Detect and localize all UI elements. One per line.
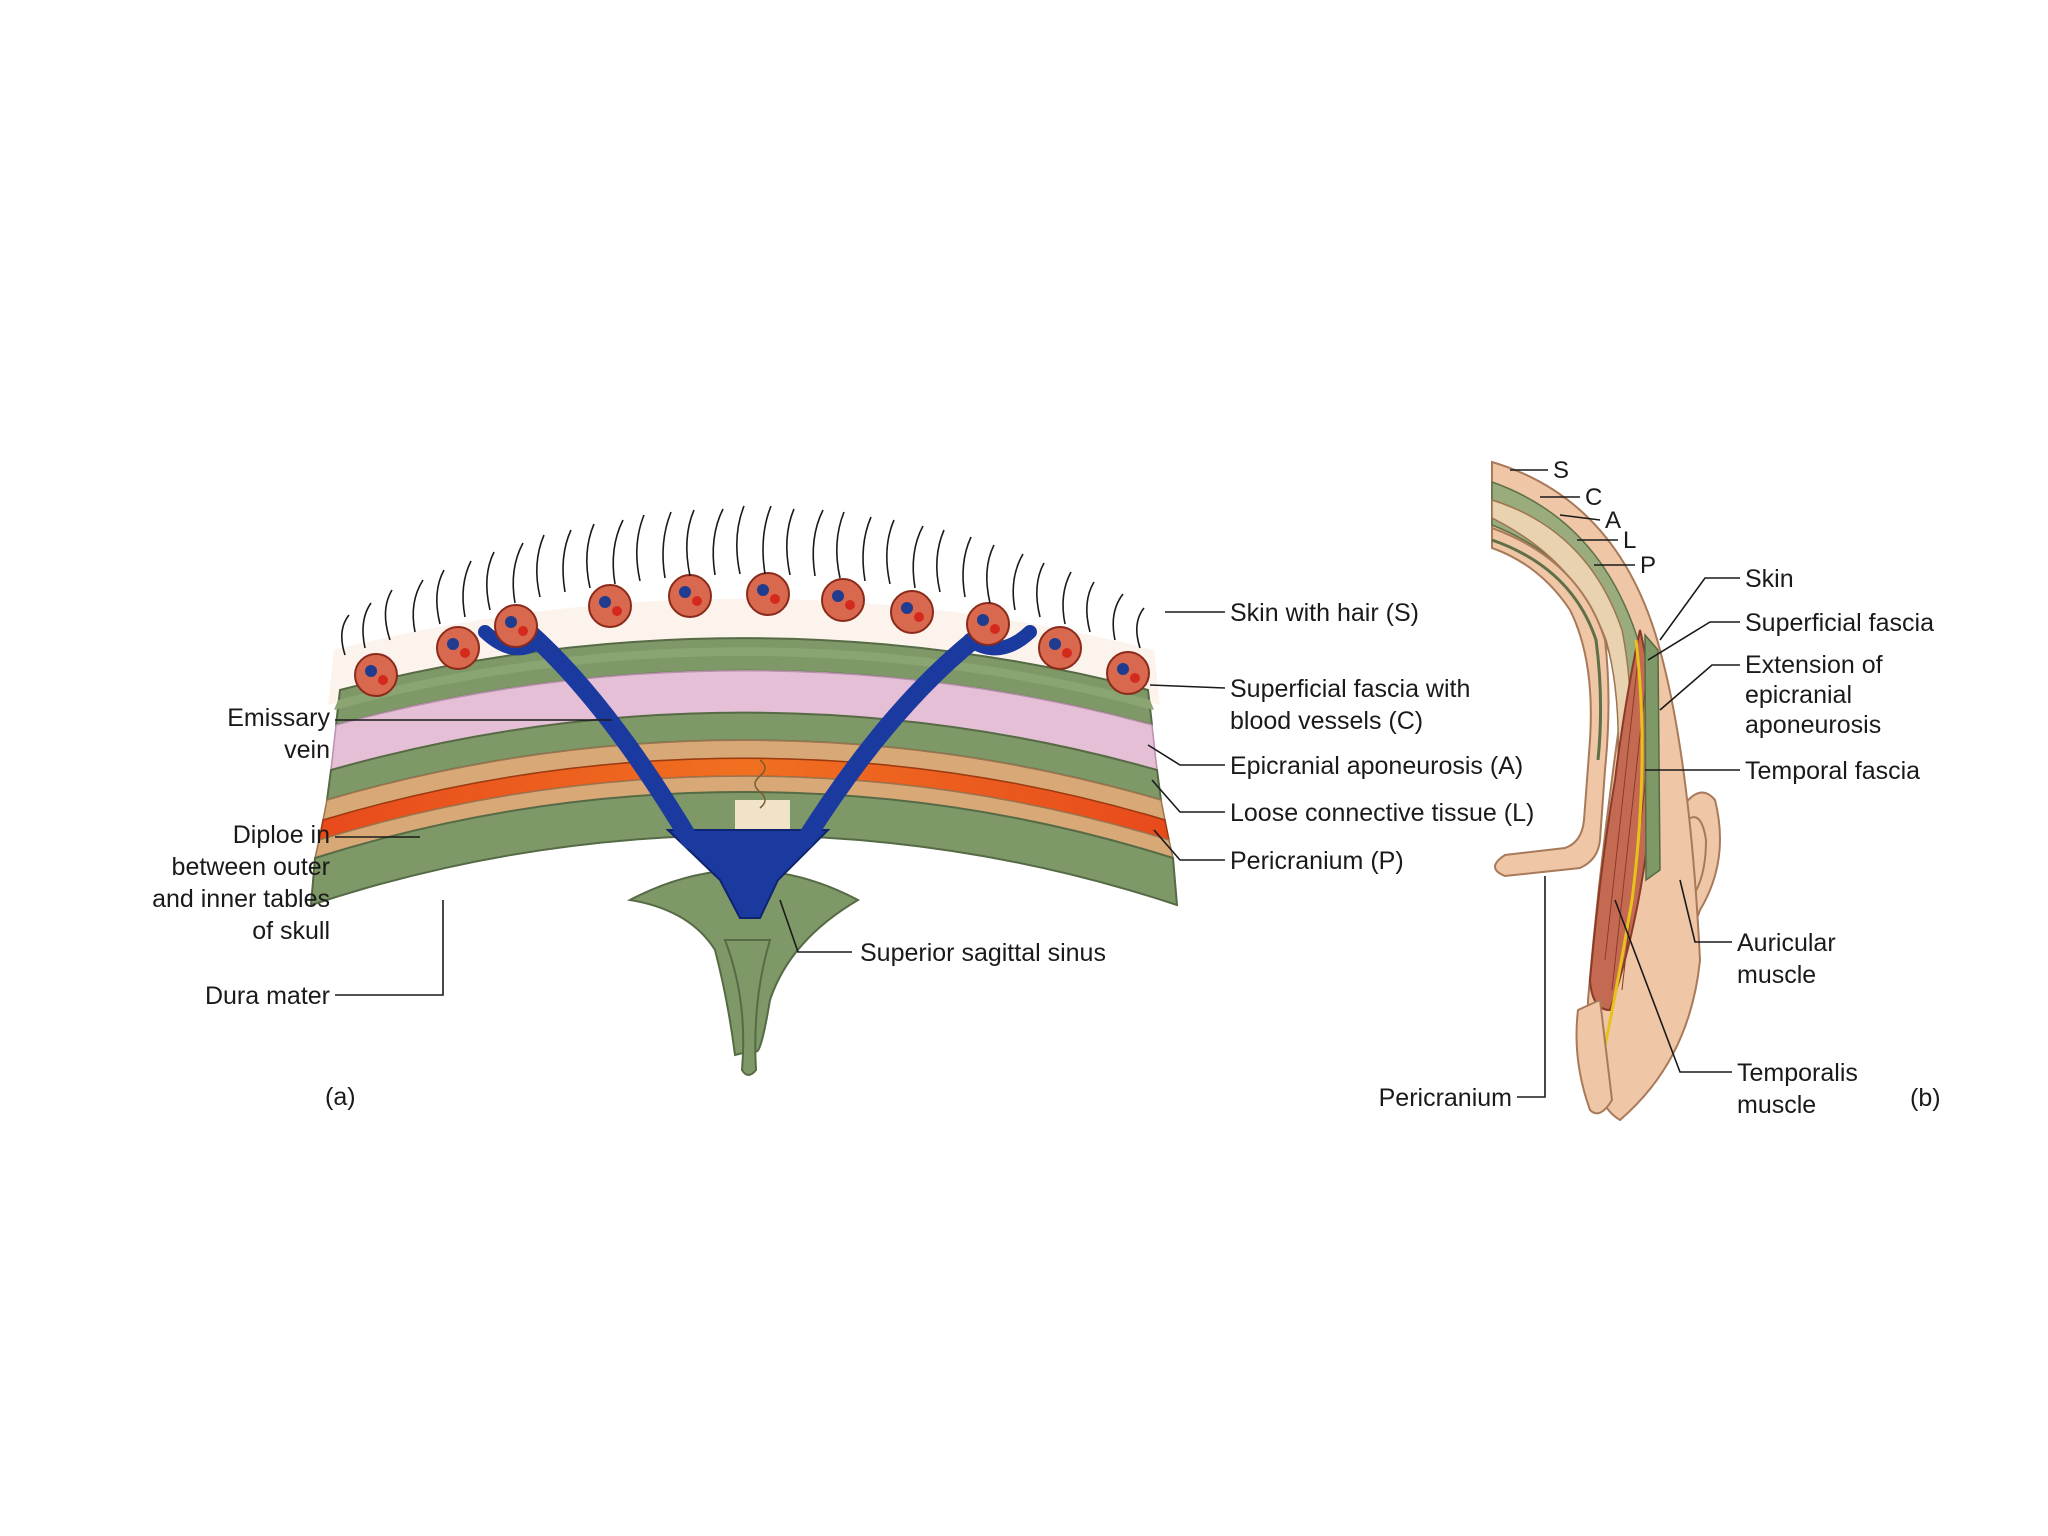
panel-a-diagram: Skin with hair (S) Superficial fascia wi… bbox=[152, 505, 1534, 1111]
vessel-node bbox=[821, 578, 865, 622]
leader-fascia bbox=[1149, 684, 1226, 689]
label-extension-1: Extension of bbox=[1745, 651, 1883, 679]
fascia-blood-vessels bbox=[354, 572, 1150, 697]
pericranium-line-b bbox=[1491, 538, 1603, 761]
vessel-node bbox=[966, 602, 1010, 646]
label-skin-b: Skin bbox=[1745, 565, 1794, 593]
leader-a bbox=[1559, 514, 1601, 521]
label-auricular-2: muscle bbox=[1737, 961, 1816, 989]
label-auricular-1: Auricular bbox=[1737, 929, 1836, 957]
leader-auricular-b bbox=[1679, 879, 1732, 943]
leader-aponeurosis bbox=[1147, 744, 1225, 766]
label-extension-2: epicranial bbox=[1745, 681, 1852, 709]
label-emissary-2: vein bbox=[284, 736, 330, 764]
label-superficial-fascia-2: blood vessels (C) bbox=[1230, 707, 1423, 735]
panel-a-leaders bbox=[335, 611, 1226, 996]
label-temporal-fascia: Temporal fascia bbox=[1745, 757, 1920, 785]
vessel-node bbox=[354, 653, 398, 697]
panel-b-letter-leaders bbox=[1510, 469, 1635, 566]
label-temporalis-1: Temporalis bbox=[1737, 1059, 1858, 1087]
letter-c: C bbox=[1585, 484, 1602, 511]
label-skin-hair: Skin with hair (S) bbox=[1230, 599, 1419, 627]
superior-sagittal-sinus bbox=[665, 829, 831, 919]
falx-cerebri-tip bbox=[723, 939, 772, 1076]
leader-extension-b bbox=[1659, 664, 1740, 711]
label-extension-3: aponeurosis bbox=[1745, 711, 1881, 739]
label-loose-connective-tissue: Loose connective tissue (L) bbox=[1230, 799, 1534, 827]
vessel-node bbox=[668, 574, 712, 618]
emissary-vein-right-branch bbox=[963, 625, 1037, 656]
label-superior-sagittal-sinus: Superior sagittal sinus bbox=[860, 939, 1106, 967]
letter-p: P bbox=[1640, 552, 1656, 579]
vessel-node bbox=[890, 590, 934, 634]
leader-loose bbox=[1151, 779, 1225, 813]
label-pericranium-a: Pericranium (P) bbox=[1230, 847, 1404, 875]
leader-skin-b bbox=[1659, 577, 1740, 641]
scalp-hairs bbox=[341, 505, 1145, 656]
vessel-node bbox=[746, 572, 790, 616]
leader-temporalis-b bbox=[1614, 899, 1732, 1073]
caption-a: (a) bbox=[325, 1083, 356, 1111]
caption-b: (b) bbox=[1910, 1084, 1941, 1112]
label-diploe-2: between outer bbox=[172, 853, 330, 881]
vessel-node bbox=[436, 626, 480, 670]
letter-s: S bbox=[1553, 457, 1569, 484]
vessel-node bbox=[1106, 651, 1150, 695]
label-dura-mater: Dura mater bbox=[205, 982, 330, 1010]
letter-l: L bbox=[1623, 527, 1636, 554]
label-diploe-3: and inner tables bbox=[152, 885, 330, 913]
label-superficial-fascia-1: Superficial fascia with bbox=[1230, 675, 1470, 703]
lower-flap-b bbox=[1575, 998, 1614, 1115]
panel-b-leaders bbox=[1517, 577, 1740, 1098]
label-diploe-4: of skull bbox=[252, 917, 330, 945]
label-pericranium-b: Pericranium bbox=[1379, 1084, 1512, 1112]
leader-pericranium-b bbox=[1517, 876, 1546, 1098]
letter-a: A bbox=[1605, 507, 1621, 534]
dura-mater-layer bbox=[309, 790, 1179, 907]
leader-dura bbox=[335, 900, 444, 996]
label-superficial-fascia-b: Superficial fascia bbox=[1745, 609, 1934, 637]
label-diploe-1: Diploe in bbox=[233, 821, 330, 849]
leader-superficial-fascia-b bbox=[1647, 621, 1740, 661]
temporal-fascia-line bbox=[1598, 639, 1644, 1071]
label-emissary-1: Emissary bbox=[227, 704, 330, 732]
label-temporalis-2: muscle bbox=[1737, 1091, 1816, 1119]
vessel-node bbox=[1038, 626, 1082, 670]
vessel-node bbox=[494, 604, 538, 648]
label-epicranial-aponeurosis: Epicranial aponeurosis (A) bbox=[1230, 752, 1523, 780]
leader-pericranium bbox=[1153, 829, 1225, 861]
epicranial-extension bbox=[1644, 632, 1661, 882]
panel-b-diagram: S C A L P Skin Superficial fascia Extens… bbox=[1379, 457, 1941, 1122]
leader-sinus bbox=[779, 899, 852, 953]
skull-wall-b bbox=[1491, 526, 1610, 878]
vessel-node bbox=[588, 584, 632, 628]
suture-line bbox=[754, 759, 766, 809]
